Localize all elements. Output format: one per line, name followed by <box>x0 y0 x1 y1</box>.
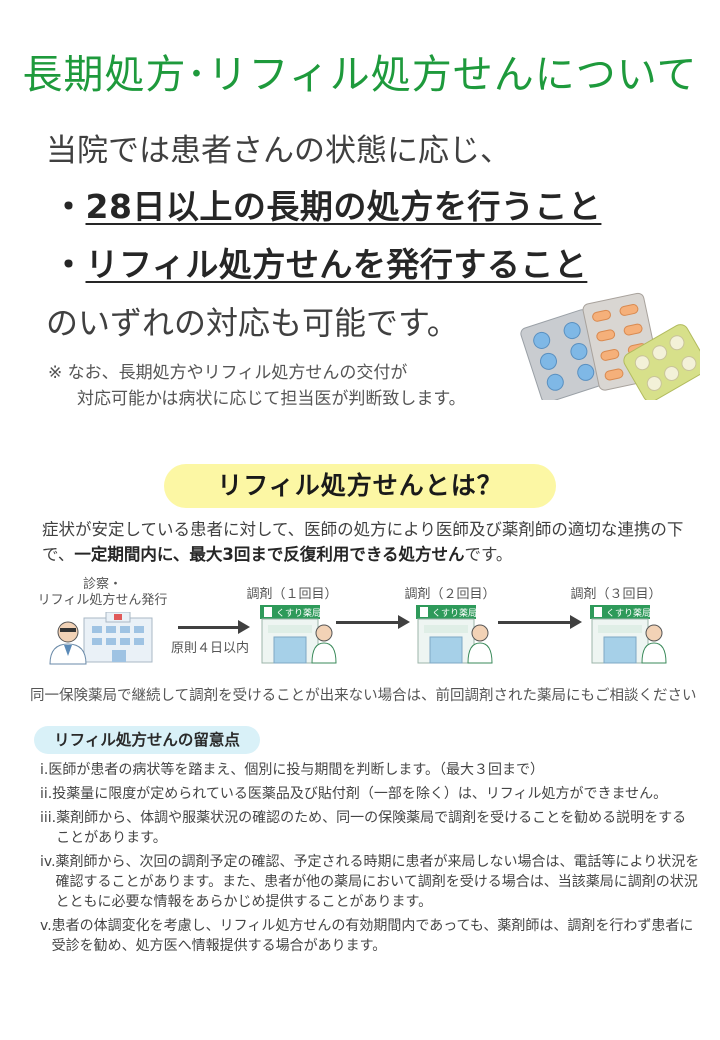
list-item-text: 医師が患者の病状等を踏まえ、個別に投与期間を判断します。（最大３回まで） <box>48 762 544 778</box>
flow-arrow-1 <box>178 620 250 634</box>
list-item-text: 患者の体調変化を考慮し、リフィル処方せんの有効期間内であっても、薬剤師は、調剤を… <box>51 918 694 954</box>
clinic-doctor-icon <box>49 612 153 665</box>
list-item-text: 投薬量に限度が定められている医薬品及び貼付剤（一部を除く）は、リフィル処方ができ… <box>52 786 668 802</box>
flow-step-consultation-label: 診察・ リフィル処方せん発行 <box>30 577 175 609</box>
pharmacy-sign-text: くすり薬局 <box>276 607 321 619</box>
same-pharmacy-note: 同一保険薬局で継続して調剤を受けることが出来ない場合は、前回調剤された薬局にもご… <box>30 688 697 704</box>
list-item-number: v. <box>40 918 52 934</box>
description-part-2: です。 <box>464 545 513 564</box>
bullet-dot: ・ <box>52 245 86 284</box>
list-item-number: ii. <box>40 786 53 802</box>
flow-step-2-label: 調剤（２回目） <box>404 587 496 602</box>
list-item-number: iv. <box>40 854 56 870</box>
list-item-text: 薬剤師から、体調や服薬状況の確認のため、同一の保険薬局で調剤を受けることを勧める… <box>56 810 687 846</box>
page-title: 長期処方･リフィル処方せんについて <box>22 52 698 98</box>
doctor-judgement-note: ※ なお、長期処方やリフィル処方せんの交付が 対応可能かは病状に応じて担当医が判… <box>48 360 466 412</box>
note-line-1: なお、長期処方やリフィル処方せんの交付が <box>67 363 408 383</box>
flow-within-days-label: 原則４日以内 <box>170 641 249 656</box>
bullet-long-term-prescription: ・28日以上の長期の処方を行うこと <box>52 180 601 228</box>
note-mark: ※ <box>48 363 63 383</box>
list-item: ii. 投薬量に限度が定められている医薬品及び貼付剤（一部を除く）は、リフィル処… <box>40 784 700 804</box>
outro-text: のいずれの対応も可能です。 <box>46 304 459 342</box>
list-item-number: iii. <box>40 810 57 826</box>
pharmacy-icon-3: くすり薬局 <box>590 605 667 664</box>
bullet-dot: ・ <box>52 187 86 226</box>
intro-text: 当院では患者さんの状態に応じ、 <box>46 133 511 169</box>
blister-pack-illustration <box>520 292 700 400</box>
description-part-1: 症状が安定している患者に対して、医師の処方により医師及び薬剤師の適切な連携の下で… <box>42 520 684 564</box>
caution-badge: リフィル処方せんの留意点 <box>34 726 260 754</box>
refill-definition-badge: リフィル処方せんとは？ <box>164 464 556 508</box>
pharmacy-icon-2: くすり薬局 <box>416 605 493 664</box>
bullet-text: リフィル処方せんを発行すること <box>85 245 588 284</box>
flow-arrow-3 <box>498 615 582 629</box>
flow-arrow-2 <box>336 615 410 629</box>
list-item-number: i. <box>40 762 49 778</box>
pharmacy-icon-1: くすり薬局 <box>260 605 337 664</box>
bullet-refill-prescription: ・リフィル処方せんを発行すること <box>52 238 587 286</box>
list-item: v. 患者の体調変化を考慮し、リフィル処方せんの有効期間内であっても、薬剤師は、… <box>40 916 700 956</box>
flow-step-3-label: 調剤（３回目） <box>570 587 662 602</box>
flow-step-1-label: 調剤（１回目） <box>246 587 338 602</box>
list-item-text: 薬剤師から、次回の調剤予定の確認、予定される時期に患者が来局しない場合は、電話等… <box>55 854 700 910</box>
list-item: i. 医師が患者の病状等を踏まえ、個別に投与期間を判断します。（最大３回まで） <box>40 760 700 780</box>
note-line-2: 対応可能かは病状に応じて担当医が判断致します。 <box>77 389 466 409</box>
pharmacy-sign-text: くすり薬局 <box>606 607 651 619</box>
flow-step-0-line-1: 診察・ <box>82 577 122 592</box>
bullet-text: 28日以上の長期の処方を行うこと <box>85 187 602 226</box>
pharmacy-sign-text: くすり薬局 <box>432 607 477 619</box>
description-emphasis: 一定期間内に、最大3回まで反復利用できる処方せん <box>74 545 465 564</box>
list-item: iv.薬剤師から、次回の調剤予定の確認、予定される時期に患者が来局しない場合は、… <box>40 852 700 912</box>
caution-list: i. 医師が患者の病状等を踏まえ、個別に投与期間を判断します。（最大３回まで） … <box>40 760 700 960</box>
refill-description: 症状が安定している患者に対して、医師の処方により医師及び薬剤師の適切な連携の下で… <box>42 517 692 567</box>
flow-step-0-line-2: リフィル処方せん発行 <box>37 593 168 608</box>
list-item: iii.薬剤師から、体調や服薬状況の確認のため、同一の保険薬局で調剤を受けること… <box>40 808 700 848</box>
